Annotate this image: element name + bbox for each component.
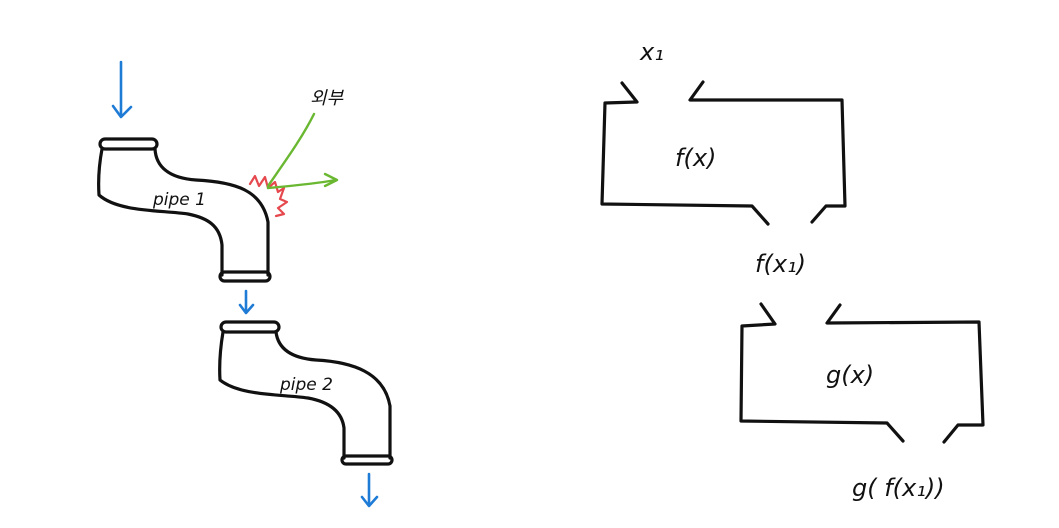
pipe-1-label: pipe 1 [152,190,206,210]
output-label: g( f(x₁)) [852,474,945,502]
pipe-1: pipe 1 [97,137,272,283]
pipe-2: pipe 2 [218,320,394,466]
function-box-f: f(x) [600,80,847,226]
external-arrow-icon [266,112,339,190]
input-label: x₁ [639,38,664,66]
inflow-arrow-icon [111,60,133,119]
function-box-f-label: f(x) [675,144,716,172]
pipe-2-label: pipe 2 [279,375,333,395]
transfer-arrow-icon [238,289,255,315]
leak-mark-icon [248,174,289,218]
function-diagram: x₁ f(x) f(x₁) g(x) g( f(x₁)) [600,38,985,502]
intermediate-label: f(x₁) [755,250,806,278]
pipe-diagram: pipe 1 외부 pipe 2 [97,60,394,508]
outflow-arrow-icon [360,472,379,508]
function-box-g: g(x) [739,302,985,444]
function-box-g-label: g(x) [826,361,874,389]
external-label: 외부 [310,88,345,109]
